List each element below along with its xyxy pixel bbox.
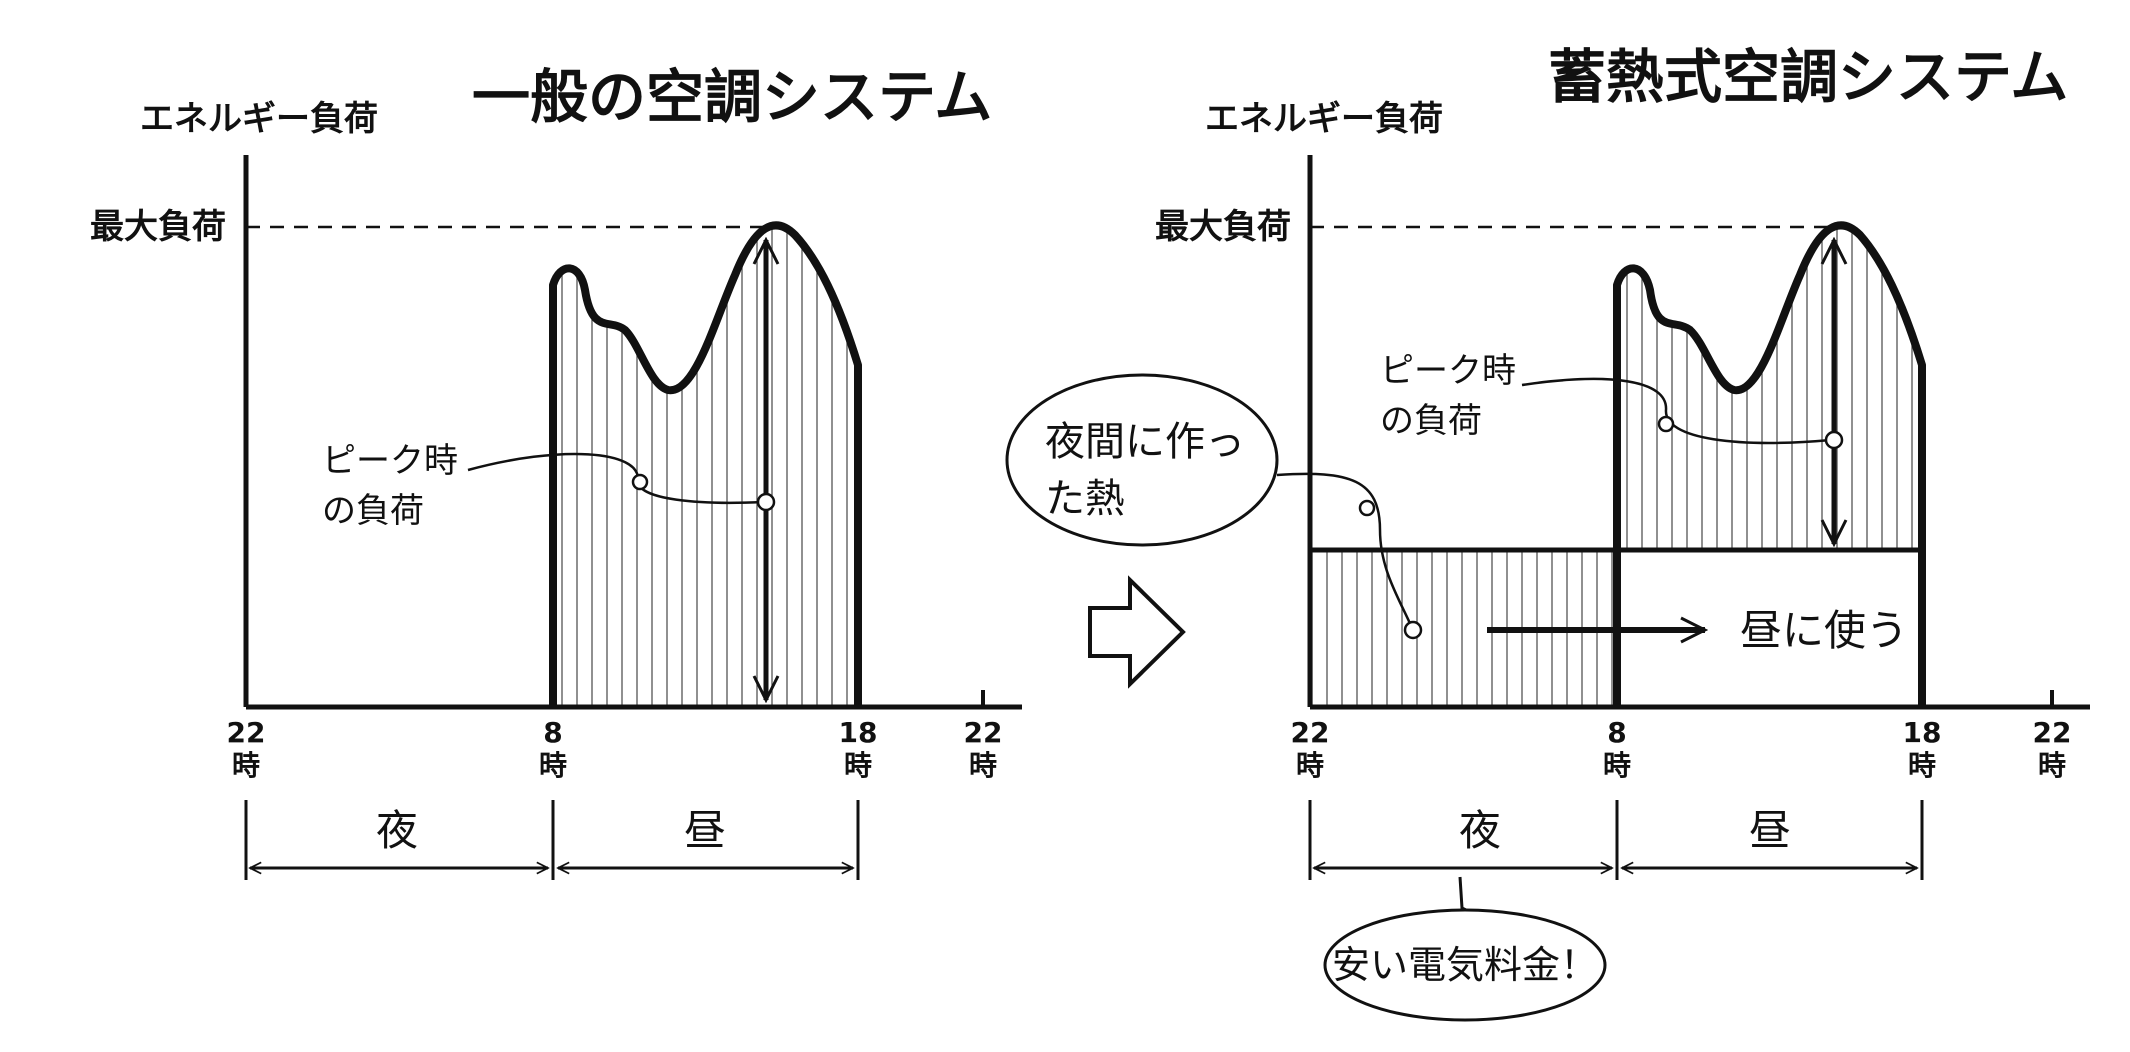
- right-tick-unit: 時: [1908, 749, 1936, 782]
- right-peak-note-line1: ピーク時: [1380, 351, 1516, 391]
- right-day-label: 昼: [1749, 806, 1791, 855]
- right-load-curve: [1613, 221, 1926, 707]
- right-night-heat-dot: [1403, 620, 1423, 640]
- left-max-load-label: 最大負荷: [90, 207, 226, 247]
- left-day-label: 昼: [684, 806, 726, 855]
- right-cheap-power-pointer: [1458, 876, 1471, 914]
- right-night-heat-leader: [1276, 472, 1414, 629]
- right-tick-unit: 時: [1603, 749, 1631, 782]
- left-peak-dot: [756, 492, 776, 512]
- left-diagram: 一般の空調システム エネルギー負荷 最大負荷 22 時 8 時 18 時 22 …: [90, 63, 1022, 880]
- right-title: 蓄熱式空調システム: [1548, 43, 2068, 111]
- right-tick-unit: 時: [1296, 749, 1324, 782]
- right-night-label: 夜: [1459, 806, 1501, 855]
- right-tick-label: 18: [1903, 716, 1942, 749]
- right-use-in-day-label: 昼に使う: [1740, 606, 1908, 655]
- left-tick-label: 22: [227, 716, 266, 749]
- left-tick-unit: 時: [539, 749, 567, 782]
- right-max-load-label: 最大負荷: [1155, 207, 1291, 247]
- left-load-curve: [549, 221, 862, 707]
- left-night-label: 夜: [376, 806, 418, 855]
- left-tick-unit: 時: [969, 749, 997, 782]
- left-tick-unit: 時: [844, 749, 872, 782]
- right-peak-note-line2: の負荷: [1380, 401, 1482, 441]
- right-peak-leader: [1521, 377, 1832, 445]
- right-load-area: [1617, 225, 1922, 551]
- right-tick-unit: 時: [2038, 749, 2066, 782]
- left-tick-label: 22: [964, 716, 1003, 749]
- right-night-heat-bubble: [1005, 373, 1279, 547]
- right-ticks: 22 時 8 時 18 時 22 時: [1291, 716, 2072, 782]
- left-peak-dot: [631, 473, 649, 491]
- left-y-axis-label: エネルギー負荷: [140, 99, 378, 139]
- right-night-heat-bubble-line2: た熱: [1045, 476, 1125, 522]
- right-night-heat-bubble-line1: 夜間に作っ: [1045, 419, 1245, 465]
- left-peak-note-line1: ピーク時: [322, 441, 458, 481]
- right-y-axis-label: エネルギー負荷: [1205, 99, 1443, 139]
- left-load-area: [553, 225, 858, 708]
- right-cheap-power-bubble: [1323, 908, 1607, 1022]
- left-tick-unit: 時: [232, 749, 260, 782]
- right-night-heat-dot: [1358, 499, 1376, 517]
- left-tick-label: 8: [543, 716, 562, 749]
- left-ticks: 22 時 8 時 18 時 22 時: [227, 716, 1003, 782]
- right-tick-label: 8: [1607, 716, 1626, 749]
- right-tick-label: 22: [1291, 716, 1330, 749]
- right-arrow-icon: [1088, 575, 1186, 689]
- right-peak-dot: [1824, 430, 1844, 450]
- right-peak-dot: [1657, 415, 1675, 433]
- right-tick-label: 22: [2033, 716, 2072, 749]
- left-tick-label: 18: [839, 716, 878, 749]
- right-diagram: 蓄熱式空調システム エネルギー負荷 最大負荷 昼に使う 22 時 8 時 18 …: [1005, 43, 2090, 1022]
- left-peak-note-line2: の負荷: [322, 491, 424, 531]
- right-cheap-power-label: 安い電気料金！: [1332, 943, 1598, 987]
- left-title: 一般の空調システム: [472, 63, 992, 131]
